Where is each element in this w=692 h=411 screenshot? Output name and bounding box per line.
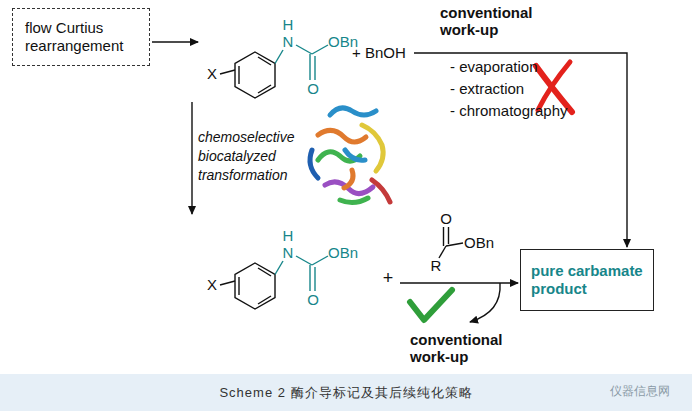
product-box: pure carbamate product — [520, 249, 654, 311]
green-check — [410, 290, 452, 320]
dashed-process-box: flow Curtius rearrangement — [12, 8, 150, 66]
ester-structure — [439, 227, 463, 258]
atom-label: H — [283, 227, 294, 244]
caption: Scheme 2 酶介导标记及其后续纯化策略 — [0, 384, 692, 402]
atom-label: OBn — [328, 244, 358, 261]
atom-label: O — [307, 291, 319, 308]
workup-heading: conventional work-up — [410, 331, 522, 366]
carbamate-structure-product — [220, 256, 328, 309]
list-item: - chromatography — [450, 102, 568, 119]
atom-label: X — [207, 276, 217, 293]
atom-label: N — [283, 244, 294, 261]
atom-label: O — [307, 80, 319, 97]
step-label: chemoselective biocatalyzed transformati… — [198, 128, 310, 185]
watermark: 仪器信息网 — [610, 385, 670, 399]
box-text: pure carbamate product — [531, 262, 643, 298]
atom-label: OBn — [464, 234, 494, 251]
list-item: - evaporation — [450, 58, 538, 75]
plus-sign: + — [383, 268, 394, 289]
atom-label: R — [431, 257, 442, 274]
enzyme-illustration — [310, 108, 390, 203]
box-text: flow Curtius rearrangement — [25, 19, 137, 55]
atom-label: O — [440, 210, 452, 227]
list-item: - extraction — [450, 80, 524, 97]
atom-label: X — [207, 65, 217, 82]
atom-label: N — [283, 33, 294, 50]
atom-label: H — [283, 16, 294, 33]
carbamate-structure — [220, 45, 328, 98]
workup-heading: conventional work-up — [440, 4, 552, 39]
reagent-label: + BnOH — [352, 44, 406, 61]
